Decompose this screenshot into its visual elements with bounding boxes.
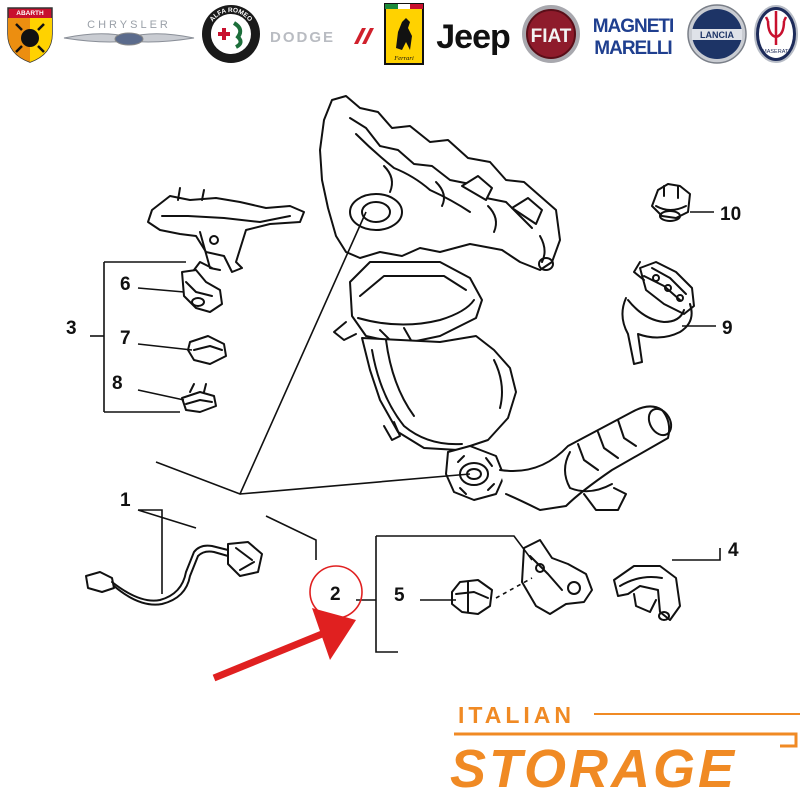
- ferrari-logo-text: Ferrari: [393, 55, 414, 62]
- part-3-bracket: [147, 187, 305, 273]
- callout-2: 2: [330, 584, 341, 605]
- part-9-pipe-clamp: [621, 261, 695, 365]
- ferrari-logo: Ferrari: [382, 3, 426, 65]
- callout-10: 10: [720, 204, 741, 225]
- callout-7: 7: [120, 328, 131, 349]
- callout-5: 5: [394, 585, 405, 606]
- callout-8: 8: [112, 373, 123, 394]
- magneti-marelli-logo-line2: MARELLI: [594, 38, 672, 59]
- part-2-bracket-plate: [521, 539, 593, 615]
- italian-storage-logo-lines: [454, 713, 800, 748]
- abarth-logo: ABARTH: [2, 4, 58, 64]
- part-1-oxygen-sensor: [85, 541, 263, 606]
- callout-9: 9: [722, 318, 733, 339]
- part-10-nut: [651, 183, 691, 222]
- maserati-logo: MASERATI: [752, 4, 800, 64]
- alfa-romeo-logo: ALFA ROMEO: [200, 4, 262, 64]
- dodge-logo-text: DODGE: [270, 29, 335, 46]
- part-5-nut: [451, 579, 493, 615]
- part-7-clip: [187, 335, 227, 365]
- fiat-logo-text: FIAT: [531, 26, 572, 47]
- magneti-marelli-logo-line1: MAGNETI: [593, 16, 674, 37]
- magneti-marelli-logo: MAGNETI MARELLI: [586, 4, 680, 64]
- highlight-part-2: [212, 565, 363, 682]
- lancia-logo: LANCIA: [684, 4, 750, 64]
- jeep-logo-text: Jeep: [436, 18, 510, 56]
- callout-1: 1: [120, 490, 131, 511]
- abarth-logo-text: ABARTH: [16, 10, 44, 17]
- italian-storage-logo: ITALIAN STORAGE: [450, 700, 800, 800]
- jeep-logo: Jeep: [430, 4, 516, 64]
- maserati-logo-text: MASERATI: [762, 49, 790, 55]
- callout-4: 4: [728, 540, 739, 561]
- italian-storage-logo-line2: STORAGE: [450, 739, 738, 799]
- chrysler-logo: CHRYSLER: [62, 4, 196, 64]
- callout-numbers: 6 3 7 8 1 2 5 4 10 9: [66, 204, 741, 606]
- part-4-clamp: [613, 565, 681, 621]
- chrysler-logo-text: CHRYSLER: [87, 19, 171, 31]
- italian-storage-logo-line1: ITALIAN: [458, 702, 576, 728]
- highlight-arrow: [212, 608, 356, 682]
- exhaust-manifold-catalytic-converter: [319, 95, 673, 511]
- lancia-logo-text: LANCIA: [700, 30, 734, 40]
- fiat-logo: FIAT: [520, 4, 582, 64]
- callout-3: 3: [66, 318, 77, 339]
- brand-logo-bar: ABARTH CHRYSLER ALFA ROMEO DODGE: [0, 0, 800, 68]
- part-6-clip: [181, 261, 223, 313]
- callout-6: 6: [120, 274, 131, 295]
- part-8-clip: [181, 383, 217, 413]
- dodge-logo: DODGE: [266, 4, 378, 64]
- leader-lines: [90, 211, 721, 653]
